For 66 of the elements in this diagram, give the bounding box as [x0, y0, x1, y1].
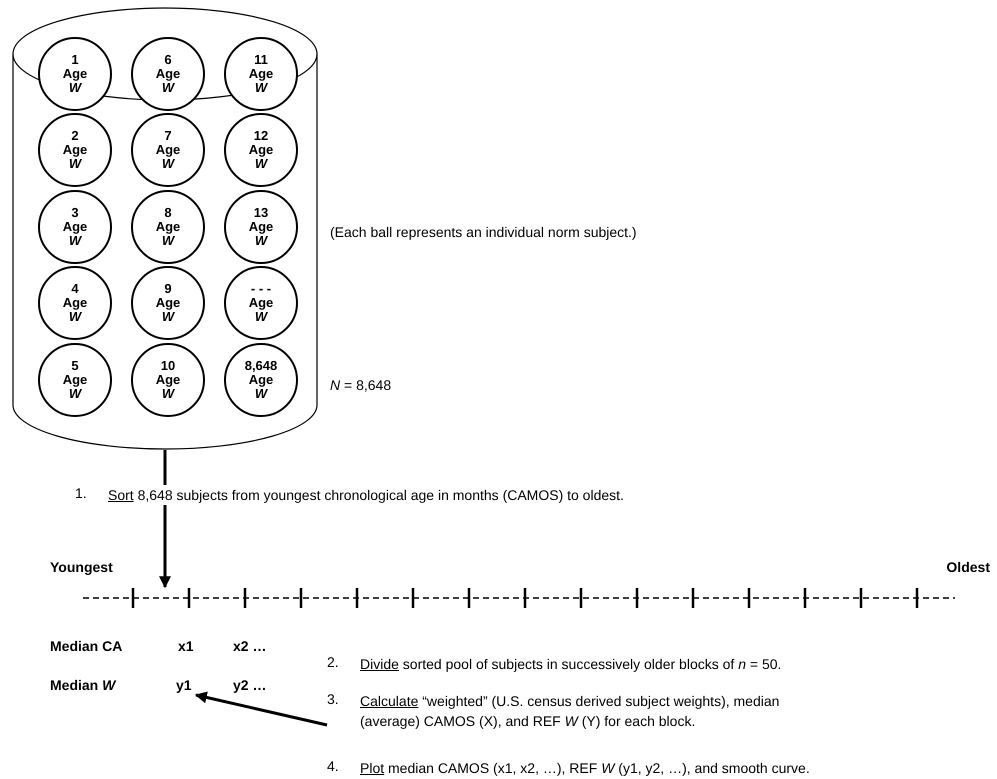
table-label: x1 — [178, 638, 194, 654]
ball-text: W — [254, 310, 268, 324]
ball-text: 13 — [254, 206, 268, 220]
axis-end-label: Oldest — [946, 559, 990, 575]
ball-text: W — [254, 234, 268, 248]
step-number: 4. — [327, 758, 339, 774]
table-label: Median CA — [50, 638, 122, 654]
ball-text: Age — [62, 66, 88, 82]
table-label: y2 … — [233, 677, 266, 693]
ball-text: W — [254, 157, 268, 172]
ball-text: Age — [248, 142, 274, 158]
step-text: Sort 8,648 subjects from youngest chronological age in months (CAMOS) to oldest. — [108, 486, 625, 505]
ball-text: W — [68, 157, 82, 172]
ball-text: 11 — [254, 52, 268, 67]
ball-text: Age — [62, 296, 88, 310]
connector-line — [164, 450, 166, 485]
step-text: Divide sorted pool of subjects in successively older blocks of n = 50. — [360, 655, 782, 674]
ball-text: W — [162, 157, 174, 172]
ball-text: 1 — [71, 52, 79, 67]
ball-text: 4 — [71, 282, 79, 296]
arrow — [159, 505, 171, 588]
ball-text: 10 — [160, 358, 176, 373]
ball-text: Age — [62, 372, 88, 388]
ball-text: W — [68, 234, 82, 248]
ball-text: 8,648 — [244, 358, 278, 373]
ball-text: Age — [248, 66, 274, 82]
step-number: 2. — [327, 654, 339, 670]
ball-text: Age — [248, 296, 274, 310]
ball-text: 12 — [254, 128, 268, 143]
ball-text: Age — [248, 372, 274, 388]
ball-text: Age — [62, 142, 88, 158]
ball-text: W — [68, 81, 82, 96]
ball-text: Age — [248, 220, 274, 234]
ball-text: 3 — [71, 206, 79, 220]
ball-text: 7 — [164, 128, 172, 143]
ball-text: 2 — [71, 128, 79, 143]
table-value: y1 — [176, 677, 192, 693]
ball-text: Age — [156, 142, 180, 158]
ball-text: Age — [156, 220, 180, 234]
ball-text: W — [68, 387, 82, 402]
step-number: 3. — [327, 691, 339, 707]
ball-text: W — [162, 387, 174, 402]
ball-text: W — [162, 310, 174, 324]
ball-text: W — [162, 81, 174, 96]
table-label: Median W — [50, 677, 116, 693]
step-number: 1. — [75, 485, 87, 501]
ball-text: Age — [156, 296, 180, 310]
step-text: Calculate “weighted” (U.S. census derived subject weights), median (average) CAMOS (X), and REF W (Y) for each block. — [360, 692, 780, 731]
axis-end-label: Youngest — [50, 559, 113, 575]
ball-text: Age — [62, 220, 88, 234]
note-text: N = 8,648 — [330, 377, 392, 393]
ball-text: 5 — [71, 358, 79, 373]
arrow — [194, 692, 328, 726]
ball-text: Age — [156, 66, 180, 82]
table-label: x2 … — [233, 638, 266, 654]
ball-text: 8 — [164, 206, 172, 220]
ball-text: W — [68, 310, 82, 324]
ball-text: 6 — [164, 52, 172, 67]
ball-text: W — [162, 234, 174, 248]
step-text: Plot median CAMOS (x1, x2, …), REF W (y1, y2, …), and smooth curve. — [360, 759, 811, 778]
ball-text: Age — [156, 372, 180, 388]
ball-text: - - - — [250, 282, 272, 296]
note-text: (Each ball represents an individual norm subject.) — [330, 224, 637, 240]
ball-text: W — [254, 81, 268, 96]
ball-text: W — [254, 387, 268, 402]
ball-text: 9 — [164, 282, 172, 296]
